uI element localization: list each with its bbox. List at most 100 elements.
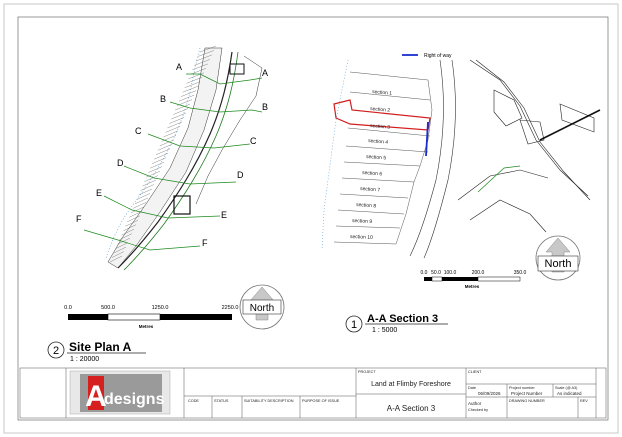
site-plan-view-title: Site Plan A [69,340,132,354]
col-code: CODE [188,399,199,403]
site-scale-tick-0: 0.0 [64,305,72,311]
date-value: 06/09/2026 [478,391,501,396]
hatch-line [132,202,147,209]
section-view: Right of way section 1 section 2 section… [321,53,601,259]
section-scale-tick-0: 0.0 [421,270,428,276]
legend-label: Right of way [424,53,452,59]
section-scale-tick-2: 100.0 [444,270,457,276]
hatch-line [198,50,215,57]
road-line [123,51,239,271]
section-scale-tick-4: 350.0 [514,270,527,276]
col-status: STATUS [214,399,229,403]
hatch-line [169,117,185,124]
logo-text: designs [104,391,165,408]
hatch-line [111,251,125,258]
section-item-label: section 4 [368,138,389,146]
hatch-line [171,112,187,120]
project-number-label: Project number [509,386,535,390]
hatch-line [194,59,211,66]
section-scale-tick-3: 200.0 [472,270,485,276]
hatch-line [144,175,159,182]
hatch-line [140,184,155,191]
hatch-line [182,86,199,93]
drawing-number-label: DRAWING NUMBER [509,399,545,403]
date-label: Date [468,386,476,390]
building-cluster [173,195,191,215]
shore-hatching [109,45,217,263]
section-label-c-right: C [250,136,257,146]
section-label-e-left: E [96,188,102,198]
site-scale-tick-3: 2250.0 [222,305,239,311]
hatch-line [123,224,137,231]
logo-letter: A [85,380,107,413]
hatch-line [167,121,183,129]
site-scale-bar: 0.0 500.0 1250.0 2250.0 Metres [64,305,238,329]
hatch-line [175,103,191,111]
hatch-line [138,188,153,196]
section-item-label: section 10 [350,234,373,241]
hatch-line [130,206,145,214]
section-item-label: section 2 [370,106,391,114]
section-label-d-right: D [237,170,244,180]
rail-line-east [539,109,601,141]
section-view-title: 1 A-A Section 3 1 : 5000 [345,313,448,334]
section-label-f-left: F [76,214,82,224]
col-suitability: SUITABILITY DESCRIPTION [244,399,294,403]
rev-label: REV [580,399,588,403]
section-item-label: section 6 [362,170,383,177]
hatch-line [125,220,139,227]
scale-value: As indicated [557,391,582,396]
hatch-line [199,45,217,53]
inland-road [195,55,263,205]
site-plan-view-scale: 1 : 20000 [70,356,99,363]
hatch-line [127,215,141,222]
hatch-line [117,237,131,245]
section-label-d-left: D [117,158,124,168]
section-label-e-right: E [221,210,227,220]
section-view-number: 1 [351,319,357,331]
hatch-line [184,81,201,88]
inner-border [17,16,609,421]
hatch-line [173,108,189,115]
section-item-label: section 8 [356,202,377,209]
company-logo: A designs [69,370,171,415]
section-label-b-right: B [262,102,268,112]
section-scale-bar: 0.0 50.0 100.0 200.0 350.0 Metres [421,270,527,289]
land-line [409,59,444,257]
hatch-line [113,246,127,254]
section-label-a-left: A [176,62,182,72]
hatch-line [152,157,167,164]
land-line-2 [423,59,456,259]
hatch-line [163,130,179,138]
site-plan-view: A A B B C C D D E E F F [76,45,268,271]
hatch-line [119,233,133,240]
hatch-line [129,211,143,218]
site-plan-view-number: 2 [53,345,59,357]
hatch-line [109,255,123,263]
author-value: Author [468,401,482,406]
checked-by-label: Checked by [468,408,488,412]
hatch-line [180,90,197,97]
client-label: CLIENT [468,370,482,374]
hatch-line [157,144,173,151]
hatch-line [142,179,157,187]
building-cluster-north [229,63,245,75]
hatch-line [150,162,165,169]
hatch-line [196,54,213,62]
hatch-line [148,166,163,173]
hatch-line [155,148,171,155]
hatch-line [121,229,135,236]
section-view-title-text: A-A Section 3 [367,313,438,325]
section-label-c-left: C [135,126,142,136]
section-view-scale: 1 : 5000 [372,327,397,334]
project-number-value: Project Number [511,391,543,396]
hatch-line [186,77,203,84]
section-item-label: section 9 [352,218,373,225]
project-label: PROJECT [358,370,376,374]
site-scale-unit: Metres [139,324,154,329]
section-item-label: section 1 [372,89,393,97]
hatch-line [192,63,209,71]
section-lines [83,73,263,251]
site-plan-title: 2 Site Plan A 1 : 20000 [47,340,146,363]
coastline [105,47,201,259]
